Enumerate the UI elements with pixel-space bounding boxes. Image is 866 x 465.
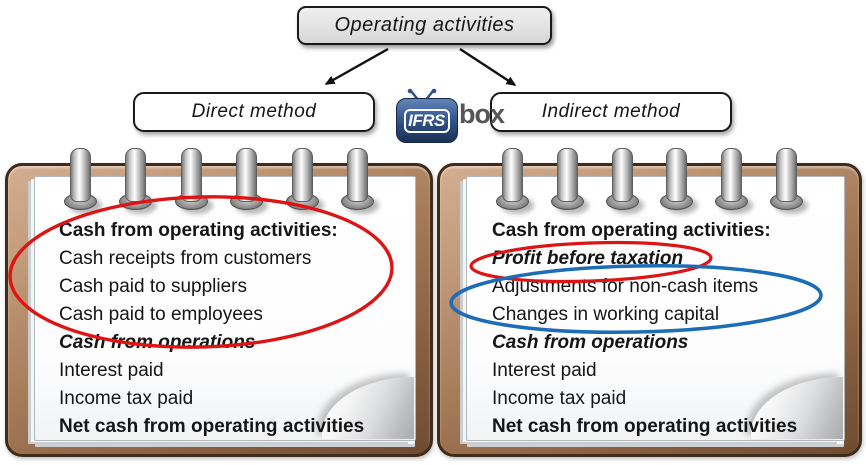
pad-line: Income tax paid <box>59 388 194 409</box>
notepad-paper: Cash from operating activities: Profit b… <box>466 176 845 441</box>
indirect-method-label: Indirect method <box>541 101 681 122</box>
pad-line: Profit before taxation <box>492 248 684 269</box>
arrow-to-indirect-icon <box>459 47 517 87</box>
indirect-method-notepad: Cash from operating activities: Profit b… <box>437 148 862 457</box>
binder-pin-icon <box>496 148 529 210</box>
binder-pin-icon <box>769 148 803 210</box>
pad-line: Cash receipts from customers <box>59 248 312 269</box>
binder-rings <box>64 148 374 210</box>
pad-line: Cash from operations <box>492 332 689 353</box>
pad-line: Cash paid to employees <box>59 304 263 325</box>
pad-line: Net cash from operating activities <box>59 416 365 437</box>
binder-pin-icon <box>340 148 374 210</box>
pad-line: Cash from operations <box>59 332 256 353</box>
direct-method-box: Direct method <box>133 92 375 132</box>
binder-pin-icon <box>119 148 153 210</box>
direct-pad-text: Cash from operating activities: Cash rec… <box>59 217 411 441</box>
indirect-pad-text: Cash from operating activities: Profit b… <box>492 217 840 441</box>
indirect-method-box: Indirect method <box>490 92 732 132</box>
binder-pin-icon <box>605 148 639 210</box>
logo-box-text: box <box>459 99 505 129</box>
binder-pin-icon <box>285 148 319 210</box>
pad-heading: Cash from operating activities: <box>59 220 338 241</box>
tv-icon: IFRS <box>396 98 458 143</box>
pad-line: Interest paid <box>492 360 597 381</box>
operating-activities-box: Operating activities <box>297 6 552 45</box>
notepad-paper: Cash from operating activities: Cash rec… <box>34 176 416 441</box>
direct-method-notepad: Cash from operating activities: Cash rec… <box>5 148 433 457</box>
pad-line: Net cash from operating activities <box>492 416 798 437</box>
pad-line: Changes in working capital <box>492 304 720 325</box>
binder-pin-icon <box>660 148 694 210</box>
pad-heading: Cash from operating activities: <box>492 220 771 241</box>
direct-method-label: Direct method <box>191 101 317 122</box>
pad-line: Income tax paid <box>492 388 627 409</box>
ifrsbox-logo: IFRS box <box>396 88 505 143</box>
pad-line: Interest paid <box>59 360 164 381</box>
binder-pin-icon <box>715 148 749 210</box>
operating-activities-label: Operating activities <box>334 14 515 36</box>
pad-line: Cash paid to suppliers <box>59 276 247 297</box>
binder-rings <box>496 148 803 210</box>
binder-pin-icon <box>550 148 584 210</box>
binder-pin-icon <box>230 148 264 210</box>
arrow-to-direct-icon <box>324 47 389 86</box>
binder-pin-icon <box>64 148 97 210</box>
pad-line: Adjustments for non-cash items <box>492 276 759 297</box>
binder-pin-icon <box>174 148 208 210</box>
logo-ifrs-text: IFRS <box>404 108 450 133</box>
